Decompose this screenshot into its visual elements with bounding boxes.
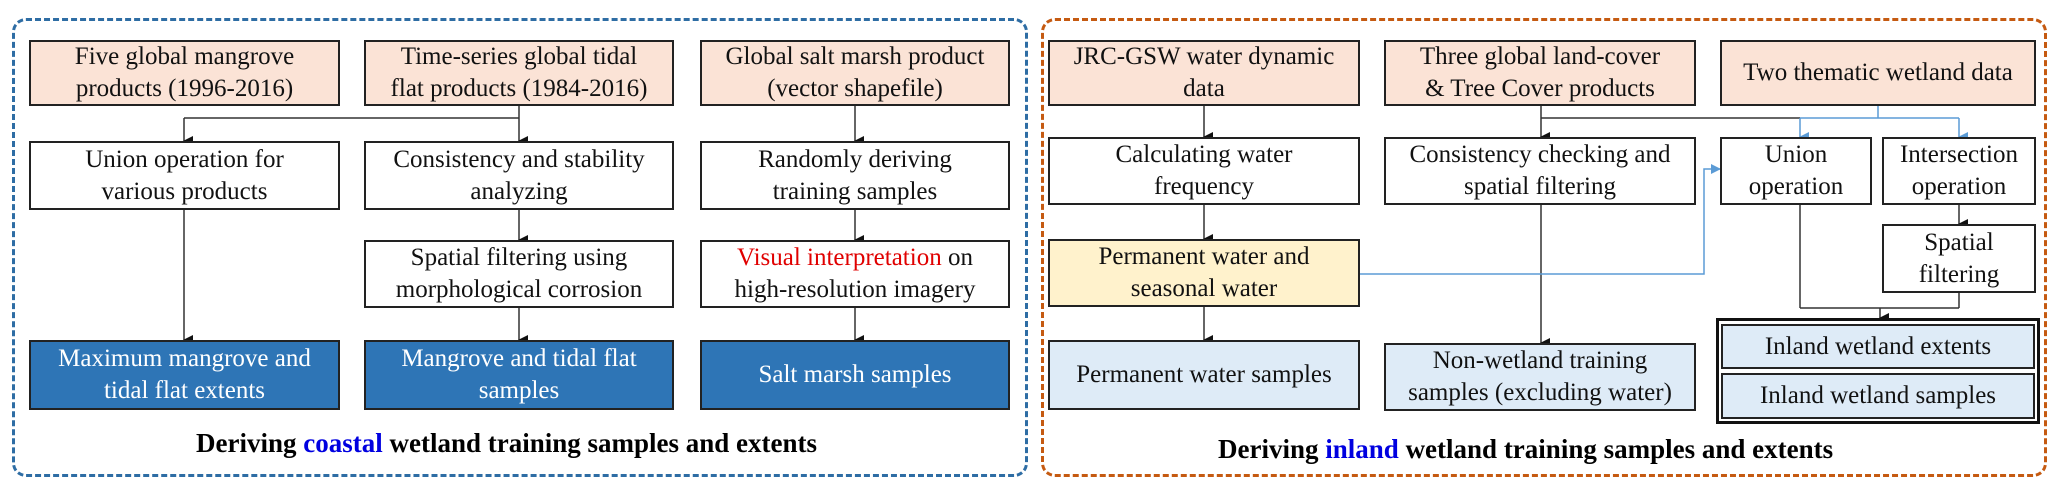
label: Time-series global tidal xyxy=(400,43,638,70)
salt-marsh-samples-box: Salt marsh samples xyxy=(700,340,1010,410)
label: Randomly deriving xyxy=(758,145,952,173)
label: Inland wetland extents xyxy=(1764,332,1992,360)
mangrove-tidal-samples-box: Mangrove and tidal flat samples xyxy=(364,340,674,410)
intersection-operation-box: Intersection operation xyxy=(1882,137,2036,205)
label: operation xyxy=(1911,173,2007,200)
nonwetland-samples-box: Non-wetland training samples (excluding w… xyxy=(1384,343,1696,411)
label: Permanent water and xyxy=(1098,243,1310,270)
label: products (1996-2016) xyxy=(75,75,294,102)
calc-frequency-box: Calculating water frequency xyxy=(1048,137,1360,205)
label: Three global land-cover xyxy=(1419,43,1661,70)
arrow-blue xyxy=(1360,164,1721,275)
label: operation xyxy=(1748,173,1844,200)
random-samples-box: Randomly deriving training samples xyxy=(700,141,1010,210)
tidal-flat-source-box: Time-series global tidal flat products (1… xyxy=(364,40,674,106)
label: Intersection xyxy=(1899,141,2018,168)
title-text: wetland training samples and extents xyxy=(382,428,818,458)
label: Maximum mangrove and xyxy=(58,345,311,372)
label: on xyxy=(941,244,973,271)
label: Global salt marsh product xyxy=(725,43,985,70)
spatial-filtering-box: Spatial filtering xyxy=(1882,224,2036,293)
label: Union xyxy=(1764,141,1828,168)
label: Permanent water samples xyxy=(1076,361,1332,388)
label: Inland wetland samples xyxy=(1759,382,1997,409)
label: frequency xyxy=(1154,173,1254,200)
label: tidal flat extents xyxy=(103,377,266,404)
max-extent-box: Maximum mangrove and tidal flat extents xyxy=(29,340,340,410)
coastal-title: Deriving coastal wetland training sample… xyxy=(196,428,817,459)
label: (vector shapefile) xyxy=(767,75,943,102)
label: various products xyxy=(101,177,268,205)
consistency-stability-box: Consistency and stability analyzing xyxy=(364,141,674,210)
label: flat products (1984-2016) xyxy=(390,75,648,102)
label: seasonal water xyxy=(1130,275,1278,302)
title-text: Deriving xyxy=(196,428,304,458)
label: high-resolution imagery xyxy=(734,276,976,303)
title-keyword: coastal xyxy=(303,428,383,458)
spatial-filtering-box: Spatial filtering using morphological cor… xyxy=(364,240,674,308)
inland-samples-box: Inland wetland samples xyxy=(1721,373,2035,419)
landcover-source-box: Three global land-cover & Tree Cover prod… xyxy=(1384,40,1696,106)
label: spatial filtering xyxy=(1463,173,1617,200)
label: training samples xyxy=(772,177,938,205)
inland-panel xyxy=(1041,18,2047,477)
label: Spatial xyxy=(1924,228,1994,256)
label: samples xyxy=(478,377,560,404)
mangrove-source-box: Five global mangrove products (1996-2016) xyxy=(29,40,340,106)
label: morphological corrosion xyxy=(395,276,643,303)
inland-extents-box: Inland wetland extents xyxy=(1721,324,2035,369)
union-operation-box: Union operation for various products xyxy=(29,141,340,210)
label: JRC-GSW water dynamic xyxy=(1073,43,1335,70)
label: Two thematic wetland data xyxy=(1743,59,2013,86)
union-operation-box: Union operation xyxy=(1720,137,1872,205)
perm-seasonal-box: Permanent water and seasonal water xyxy=(1048,239,1360,307)
inland-title: Deriving inland wetland training samples… xyxy=(1218,434,1833,465)
title-text: wetland training samples and extents xyxy=(1398,434,1834,464)
label: Spatial filtering using xyxy=(410,244,628,271)
label: filtering xyxy=(1918,260,2000,288)
coastal-panel xyxy=(12,18,1028,477)
salt-marsh-source-box: Global salt marsh product (vector shapefi… xyxy=(700,40,1010,106)
label: samples (excluding water) xyxy=(1408,379,1672,406)
visual-interpretation-box: Visual interpretation on high-resolution … xyxy=(700,240,1010,308)
label: & Tree Cover products xyxy=(1425,75,1655,102)
title-text: Deriving xyxy=(1218,434,1326,464)
label: Calculating water xyxy=(1115,141,1293,168)
label: Consistency checking and xyxy=(1409,141,1671,168)
label: Consistency and stability xyxy=(393,145,645,173)
label: data xyxy=(1183,75,1225,102)
label: analyzing xyxy=(470,177,568,205)
label: Salt marsh samples xyxy=(758,361,952,388)
label: Five global mangrove xyxy=(74,43,295,70)
label: Non-wetland training xyxy=(1432,347,1648,374)
label: Union operation for xyxy=(85,145,284,173)
highlight-text: Visual interpretation xyxy=(737,244,942,271)
title-keyword: inland xyxy=(1325,434,1399,464)
jrc-source-box: JRC-GSW water dynamic data xyxy=(1048,40,1360,106)
consistency-filter-box: Consistency checking and spatial filterin… xyxy=(1384,137,1696,205)
thematic-source-box: Two thematic wetland data xyxy=(1720,40,2036,106)
label: Mangrove and tidal flat xyxy=(401,345,637,372)
perm-water-samples-box: Permanent water samples xyxy=(1048,340,1360,410)
